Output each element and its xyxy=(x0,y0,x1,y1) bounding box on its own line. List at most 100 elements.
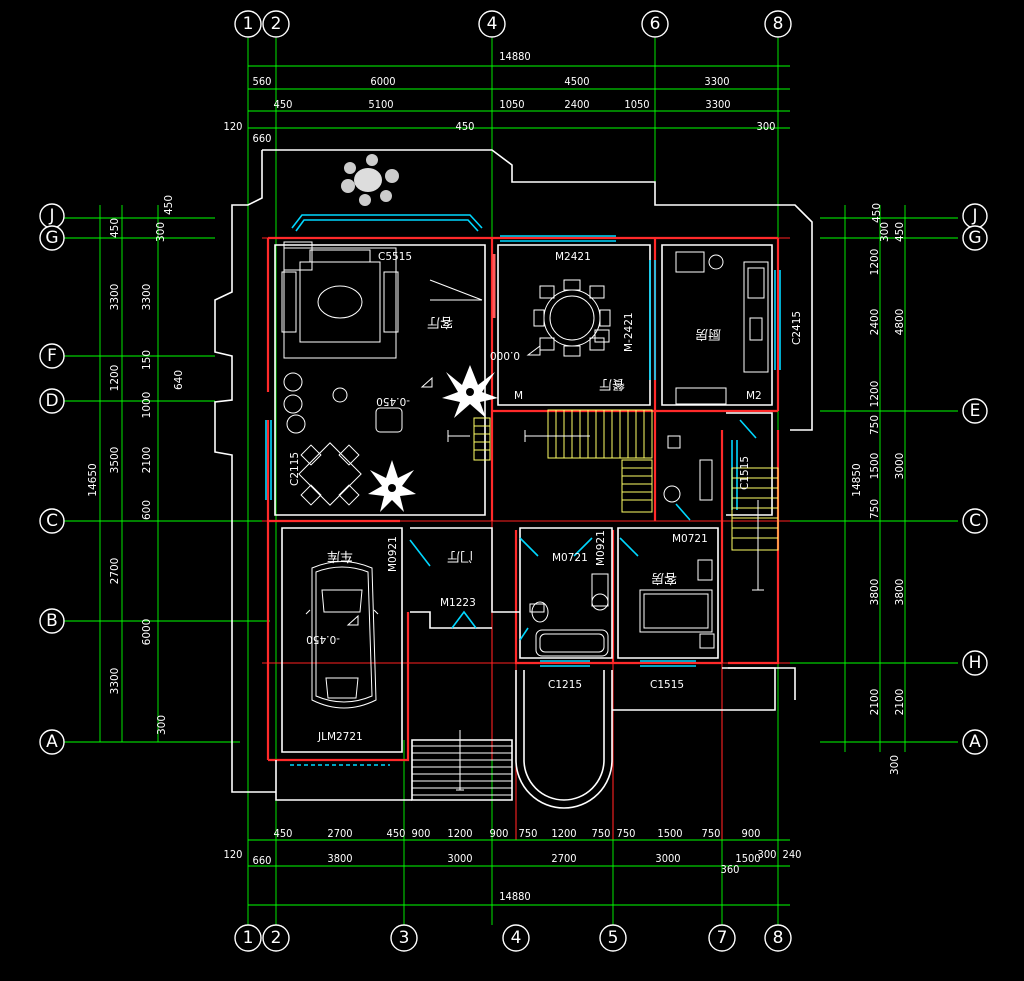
right-dim: 3800 xyxy=(894,579,906,606)
room-label-dining: 餐厅 xyxy=(599,376,625,392)
left-dim: 6000 xyxy=(141,619,153,646)
axis-bubble-B-left: B xyxy=(39,608,65,634)
top-dim: 5100 xyxy=(368,98,393,111)
axis-bubble-6-top: 6 xyxy=(641,10,669,38)
plant-lounge xyxy=(368,460,416,512)
bottom-dim: 120 xyxy=(224,848,243,861)
left-dim: 3500 xyxy=(109,447,121,474)
axis-bubble-4-bottom: 4 xyxy=(502,924,530,952)
room-label-living: 客厅 xyxy=(427,314,453,330)
axis-bubble-5-bottom: 5 xyxy=(599,924,627,952)
svg-text:3: 3 xyxy=(399,928,410,948)
bottom-dim: 660 xyxy=(253,854,272,867)
bottom-dim: 900 xyxy=(412,827,431,840)
bottom-dim: 900 xyxy=(490,827,509,840)
door-label-m: M xyxy=(514,390,523,402)
top-dimensions: 14880 560 6000 4500 3300 450 5100 1050 2… xyxy=(224,50,790,145)
svg-text:5: 5 xyxy=(608,928,619,948)
lounge-chairs xyxy=(283,372,403,434)
top-dim: 4500 xyxy=(564,75,589,88)
svg-text:F: F xyxy=(47,346,57,366)
right-dim: 2400 xyxy=(869,309,881,336)
bathroom-fixtures xyxy=(529,435,713,657)
left-dim: 2700 xyxy=(109,558,121,585)
top-dim: 120 xyxy=(224,120,243,133)
svg-text:D: D xyxy=(45,391,58,411)
bottom-dim: 2700 xyxy=(327,827,352,840)
door-label-m0921-b: M0921 xyxy=(595,530,607,566)
left-dim: 300 xyxy=(156,715,168,735)
level-label-garage: -0.450 xyxy=(306,633,340,645)
svg-text:J: J xyxy=(971,206,977,226)
window-label-c5515: C5515 xyxy=(378,251,412,263)
door-label-m2: M2 xyxy=(746,390,762,402)
right-dim: 300 xyxy=(879,222,891,242)
room-label-kitchen: 厨房 xyxy=(695,326,721,342)
car xyxy=(305,561,379,709)
left-dim: 450 xyxy=(109,218,121,238)
bottom-dim: 450 xyxy=(387,827,406,840)
right-dim: 300 xyxy=(889,755,901,775)
window-label-c1515-bottom: C1515 xyxy=(650,679,684,691)
right-dimensions: 450 300 14850 450 1200 2400 4800 1200 75… xyxy=(844,203,906,775)
bottom-dim: 1200 xyxy=(551,827,576,840)
svg-text:A: A xyxy=(46,732,58,752)
right-dim: 1200 xyxy=(869,249,881,276)
bottom-dim: 750 xyxy=(519,827,538,840)
right-total-dim: 14850 xyxy=(851,463,863,496)
right-dim: 750 xyxy=(869,415,881,435)
left-total-dim: 14650 xyxy=(87,463,99,496)
drawing-labels: C5515 M2421 M-2421 C2415 C2115 C1515 C12… xyxy=(289,251,803,743)
top-dim: 3300 xyxy=(705,98,730,111)
top-dim: 450 xyxy=(274,98,293,111)
top-dim: 560 xyxy=(253,75,272,88)
door-label-m0721-a: M0721 xyxy=(552,552,588,564)
left-dim: 3300 xyxy=(109,284,121,311)
axis-bubble-3-bottom: 3 xyxy=(390,924,418,952)
axis-bubble-D-left: D xyxy=(39,388,65,414)
bottom-dim: 3000 xyxy=(655,852,680,865)
left-dim: 3300 xyxy=(109,668,121,695)
axis-bubble-J-left: J xyxy=(39,203,65,229)
right-dim: 3000 xyxy=(894,453,906,480)
plant-living xyxy=(442,365,498,418)
window-label-c1515-right: C1515 xyxy=(739,456,751,490)
right-dim: 450 xyxy=(871,203,883,223)
left-dim: 640 xyxy=(173,370,185,390)
top-dim: 1050 xyxy=(499,98,524,111)
svg-text:1: 1 xyxy=(243,928,254,948)
room-label-bedroom: 客房 xyxy=(651,570,677,586)
svg-text:H: H xyxy=(969,653,982,673)
right-dim: 450 xyxy=(894,222,906,242)
axis-bubble-H-right: H xyxy=(962,650,988,676)
right-dim: 1500 xyxy=(869,453,881,480)
stairs xyxy=(412,409,779,796)
left-dim: 300 xyxy=(155,222,167,242)
bottom-dim: 300 xyxy=(758,848,777,861)
window-label-c2115: C2115 xyxy=(289,452,301,486)
axis-bubble-2-bottom: 2 xyxy=(262,924,290,952)
svg-text:A: A xyxy=(969,732,981,752)
left-dim: 1000 xyxy=(141,392,153,419)
bottom-dim: 3000 xyxy=(447,852,472,865)
svg-text:G: G xyxy=(968,228,981,248)
svg-text:C: C xyxy=(969,511,981,531)
left-dim: 600 xyxy=(141,500,153,520)
axis-bubble-8-top: 8 xyxy=(764,10,792,38)
axis-bubbles: 1 2 4 6 8 1 2 3 4 5 7 8 J G F D C B A J … xyxy=(39,10,988,952)
axis-bubble-G-left: G xyxy=(39,225,65,251)
walls xyxy=(214,149,813,809)
bottom-dim: 240 xyxy=(783,848,802,861)
right-dim: 3800 xyxy=(869,579,881,606)
svg-text:B: B xyxy=(46,611,58,631)
top-dim: 300 xyxy=(757,120,776,133)
svg-text:2: 2 xyxy=(271,928,282,948)
left-dim: 1200 xyxy=(109,365,121,392)
svg-text:8: 8 xyxy=(773,928,784,948)
axis-bubble-F-left: F xyxy=(39,343,65,369)
axis-bubble-8-bottom: 8 xyxy=(764,924,792,952)
level-label-dining: 0.000 xyxy=(490,349,520,361)
svg-text:8: 8 xyxy=(773,14,784,34)
svg-text:2: 2 xyxy=(271,14,282,34)
